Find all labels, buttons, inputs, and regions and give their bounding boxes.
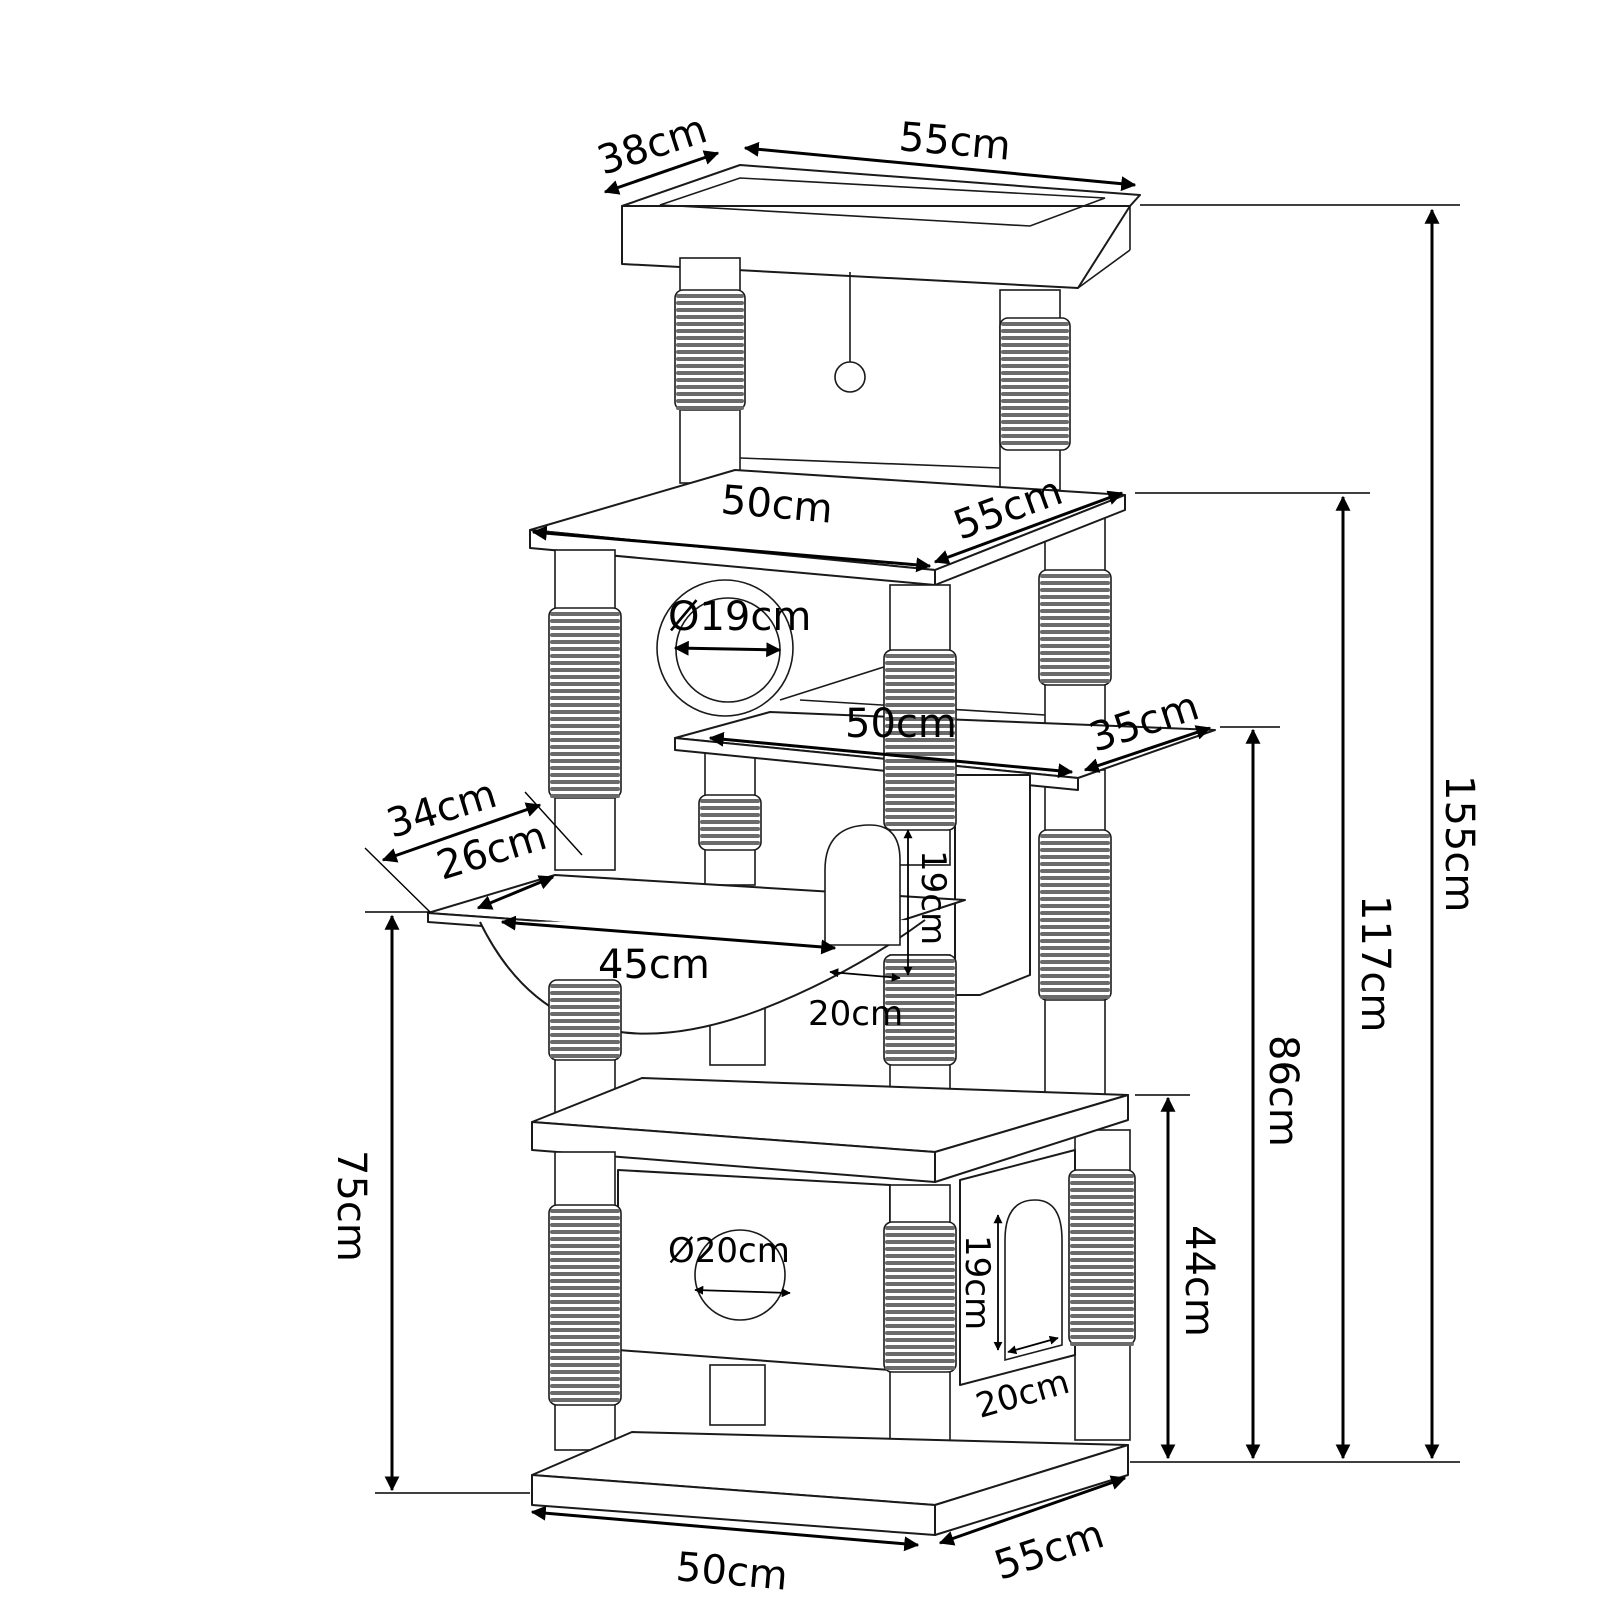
post-base-back	[709, 1364, 766, 1426]
mid-box	[954, 774, 1031, 996]
label-arch-upper-height: 19cm	[913, 850, 953, 945]
dim-line-arch-lower-width	[1007, 1335, 1059, 1355]
label-top-width: 55cm	[897, 114, 1012, 170]
lower-platform	[531, 1077, 1129, 1183]
dim-line-ring	[673, 640, 782, 658]
label-height-mid: 86cm	[1260, 1035, 1306, 1147]
toy-ball	[834, 361, 866, 393]
label-height-deck: 117cm	[1352, 895, 1398, 1032]
dim-line-deck-width	[531, 525, 932, 573]
rope-wrap	[674, 289, 746, 411]
dim-line-arch-upper-width	[829, 968, 901, 982]
rope-wrap	[883, 1221, 957, 1373]
dim-line-mid-depth	[1083, 725, 1212, 773]
rope-wrap	[548, 1204, 622, 1406]
rope-wrap	[548, 979, 622, 1061]
rope-wrap	[698, 794, 762, 851]
label-ring-diameter: Ø19cm	[668, 594, 811, 640]
dim-line-top-width	[743, 141, 1137, 192]
label-height-total: 155cm	[1436, 775, 1482, 912]
rope-wrap	[548, 607, 622, 799]
dim-line-hammock-inner	[476, 875, 555, 910]
arch-upper	[824, 824, 901, 946]
dim-line-hammock-length	[500, 915, 837, 955]
label-arch-upper-width: 20cm	[808, 994, 903, 1034]
label-base-depth: 55cm	[989, 1511, 1110, 1589]
back-panel-edge	[739, 457, 1001, 469]
lower-box	[617, 1149, 1076, 1386]
dim-line-base-width	[530, 1505, 920, 1552]
dim-line-hammock-outer	[381, 802, 542, 863]
label-top-depth: 38cm	[592, 106, 713, 184]
arch-lower	[1004, 1199, 1063, 1362]
label-hole-diameter: Ø20cm	[668, 1231, 790, 1271]
dim-line-deck-depth	[933, 490, 1124, 565]
ext-hammock-outer-a	[364, 847, 431, 913]
rope-wrap	[1038, 569, 1112, 686]
lower-box-hole	[694, 1229, 786, 1321]
label-hammock-length: 45cm	[598, 942, 710, 988]
label-height-hammock: 75cm	[328, 1150, 374, 1262]
rope-wrap	[1068, 1169, 1136, 1346]
label-base-width: 50cm	[674, 1544, 789, 1600]
dim-line-base-depth	[938, 1475, 1127, 1546]
rope-wrap	[999, 317, 1071, 451]
dimension-lines	[364, 141, 1460, 1552]
dim-line-top-depth	[603, 150, 720, 195]
ring-support	[779, 664, 891, 701]
label-arch-lower-height: 19cm	[957, 1235, 997, 1330]
label-mid-width: 50cm	[845, 701, 957, 747]
label-height-lower: 44cm	[1176, 1225, 1222, 1337]
dim-line-hole	[694, 1285, 791, 1298]
dim-line-mid-width	[708, 731, 1074, 779]
label-deck-width: 50cm	[719, 477, 834, 533]
top-board-side-bottom	[1077, 249, 1131, 289]
cat-tree-illustration	[427, 164, 1216, 1536]
lower-board-side	[934, 1094, 1129, 1183]
rope-wrap	[883, 954, 957, 1066]
rope-wrap	[1038, 829, 1112, 1001]
